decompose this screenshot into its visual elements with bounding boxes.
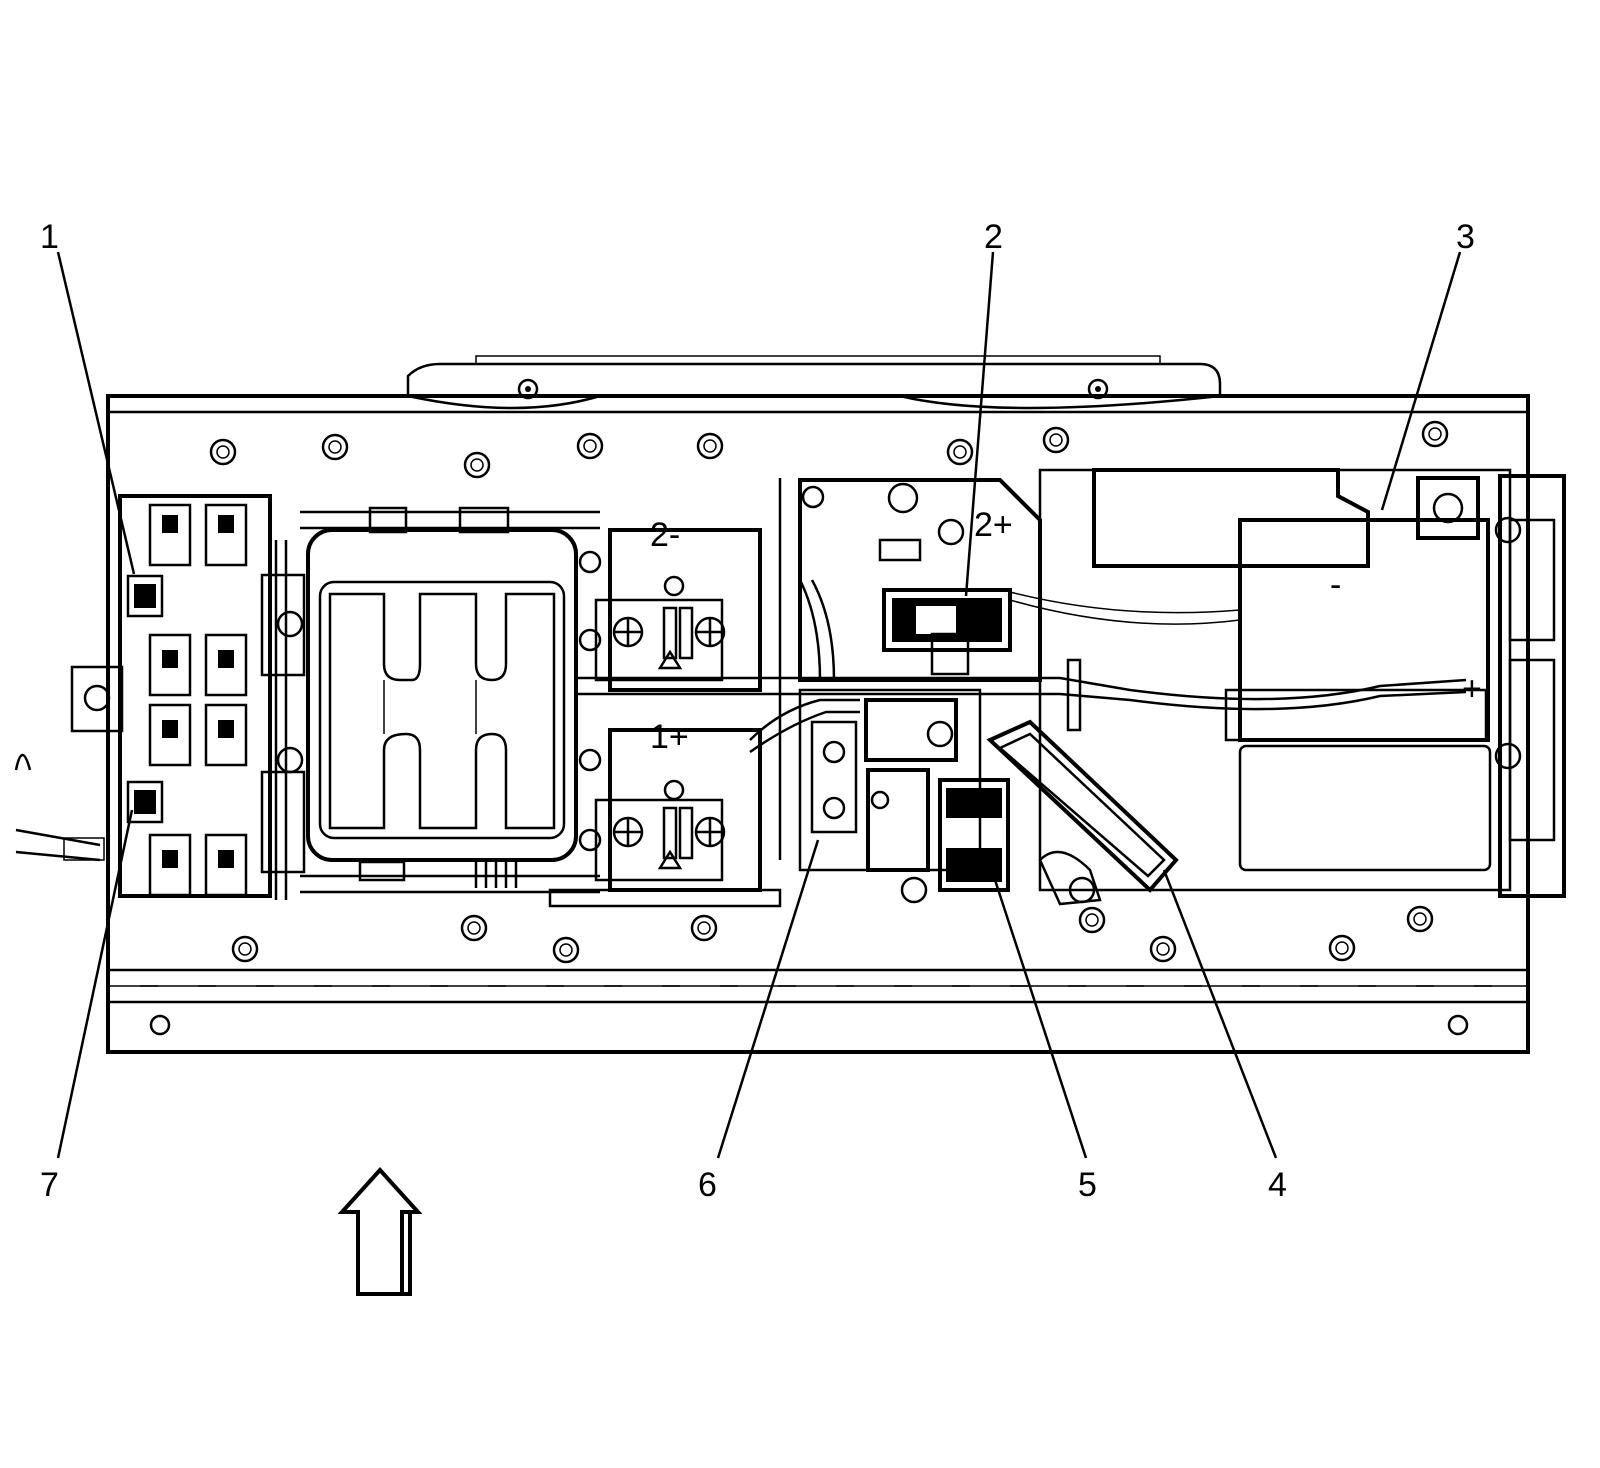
bolt [946,438,974,466]
side-brackets [260,540,306,900]
bolt [552,936,580,964]
bolt [1328,934,1356,962]
bolt [690,914,718,942]
bolt [1406,905,1434,933]
bolt [463,451,491,479]
bolt [696,432,724,460]
leader-2 [964,251,995,597]
bolt [231,935,259,963]
bolt [1078,906,1106,934]
tray-bolts [209,378,1449,964]
bolt [576,432,604,460]
leader-6 [716,839,820,1159]
connector-bank [148,503,248,897]
callout-5: 5 [1078,1166,1097,1204]
right-minus-label: - [1330,566,1341,604]
leader-4 [1162,869,1278,1159]
leader-1 [56,251,136,575]
bolt [1087,378,1109,400]
callout-labels: 1 2 3 4 5 6 7 [40,218,1475,1204]
bolt [1421,420,1449,448]
center-module-label: 2+ [974,506,1013,544]
lower-module-label: 1+ [650,718,689,756]
center-contactor-assembly: 2+ [778,478,1042,904]
callout-4: 4 [1268,1166,1287,1204]
bolt [1149,935,1177,963]
angled-fuse-holder [986,719,1179,906]
leader-lines [56,251,1462,1159]
callout-1: 1 [40,218,59,256]
leader-5 [993,879,1088,1159]
lower-disconnect-module: 1+ [578,718,762,892]
bolt [1042,426,1070,454]
leader-3 [1380,251,1462,511]
upper-module-label: 2- [650,516,680,554]
callout-2: 2 [984,218,1003,256]
callout-6: 6 [698,1166,717,1204]
up-arrow-icon [337,1167,423,1296]
battery-tray [106,355,1530,1054]
center-cover-module [306,506,578,888]
bolt [517,378,539,400]
bolt [209,438,237,466]
leader-7 [56,809,134,1159]
callout-3: 3 [1456,218,1475,256]
upper-disconnect-module: 2- [578,516,762,692]
bolt [321,433,349,461]
right-side-module: + - [1038,468,1566,898]
left-connector-stack [14,494,272,898]
bolt [460,914,488,942]
cable-harness [300,510,1467,908]
callout-7: 7 [40,1166,59,1204]
